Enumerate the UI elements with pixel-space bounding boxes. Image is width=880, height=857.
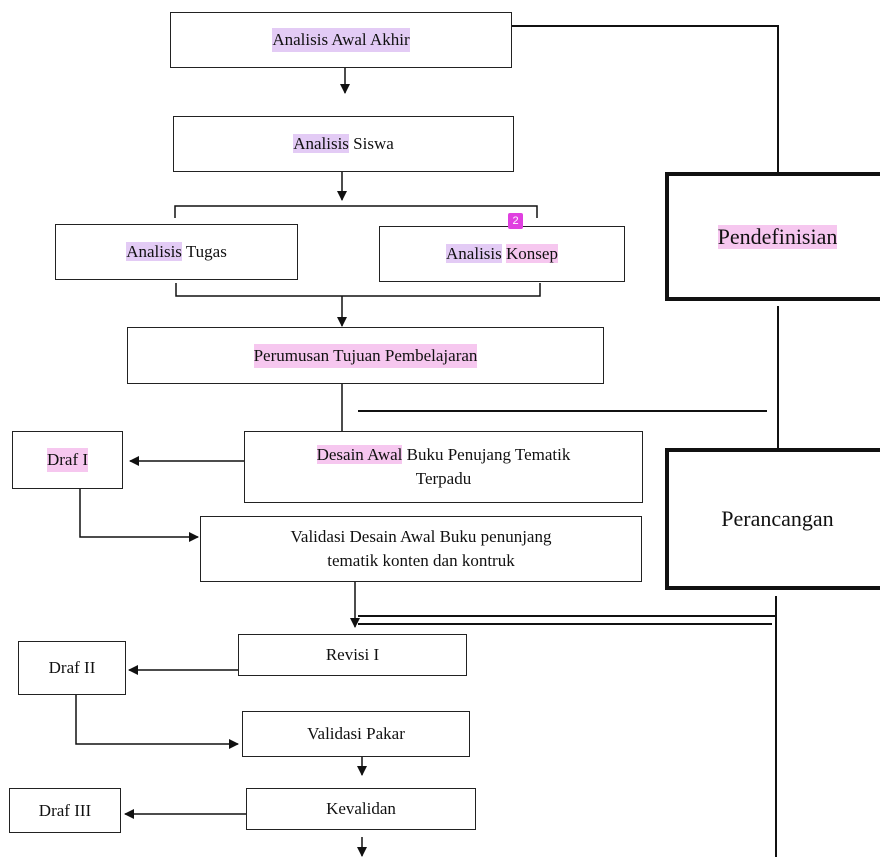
validasi-desain-box: Validasi Desain Awal Buku penunjang tema… (200, 516, 642, 582)
revisi1-box: Revisi I (238, 634, 467, 676)
line-awal-to-pendefinisian (512, 25, 779, 172)
desain-awal-line2: Terpadu (415, 469, 472, 488)
draf2-label: Draf II (48, 658, 96, 677)
analisis-konsep-hl: Analisis (446, 244, 502, 263)
desain-awal-box: Desain Awal Buku Penujang Tematik Terpad… (244, 431, 643, 503)
phase-perancangan-label: Perancangan (721, 506, 834, 531)
phase-perancangan-box: Perancangan (665, 448, 880, 590)
draf3-label: Draf III (38, 800, 92, 820)
analisis-awal-akhir-label: Analisis Awal Akhir (272, 28, 410, 52)
analisis-tugas-hl: Analisis (126, 242, 182, 261)
analisis-siswa-box: Analisis Siswa (173, 116, 514, 172)
draf2-box: Draf II (18, 641, 126, 695)
validasi-desain-line1: Validasi Desain Awal Buku penunjang (290, 527, 552, 546)
analisis-awal-akhir-box: Analisis Awal Akhir (170, 12, 512, 68)
draf1-label: Draf I (46, 448, 89, 472)
analisis-konsep-hl2: Konsep (506, 244, 558, 263)
draf3-box: Draf III (9, 788, 121, 833)
analisis-konsep-box: Analisis Konsep (379, 226, 625, 282)
analisis-siswa-rest: Siswa (348, 134, 394, 153)
annotation-badge: 2 (508, 213, 523, 229)
desain-awal-hl: Desain Awal (316, 445, 403, 464)
analisis-tugas-rest: Tugas (181, 242, 227, 261)
analisis-tugas-box: Analisis Tugas (55, 224, 298, 280)
bottom-bracket (175, 283, 541, 297)
revisi1-label: Revisi I (325, 645, 380, 664)
validasi-pakar-box: Validasi Pakar (242, 711, 470, 757)
desain-awal-rest: Buku Penujang Tematik (402, 445, 571, 464)
perumusan-box: Perumusan Tujuan Pembelajaran (127, 327, 604, 384)
kevalidan-label: Kevalidan (326, 799, 396, 818)
phase-pendefinisian-box: Pendefinisian (665, 172, 880, 301)
arrow-draf2-to-pakar (75, 695, 239, 749)
draf1-box: Draf I (12, 431, 123, 489)
validasi-pakar-label: Validasi Pakar (307, 724, 405, 743)
perumusan-label: Perumusan Tujuan Pembelajaran (253, 343, 478, 368)
arrow-draf1-to-validasi (79, 489, 199, 542)
analisis-siswa-hl: Analisis (293, 134, 349, 153)
validasi-desain-line2: tematik konten dan kontruk (327, 551, 515, 570)
phase-pendefinisian-label: Pendefinisian (717, 223, 838, 249)
top-bracket (174, 205, 538, 218)
kevalidan-box: Kevalidan (246, 788, 476, 830)
